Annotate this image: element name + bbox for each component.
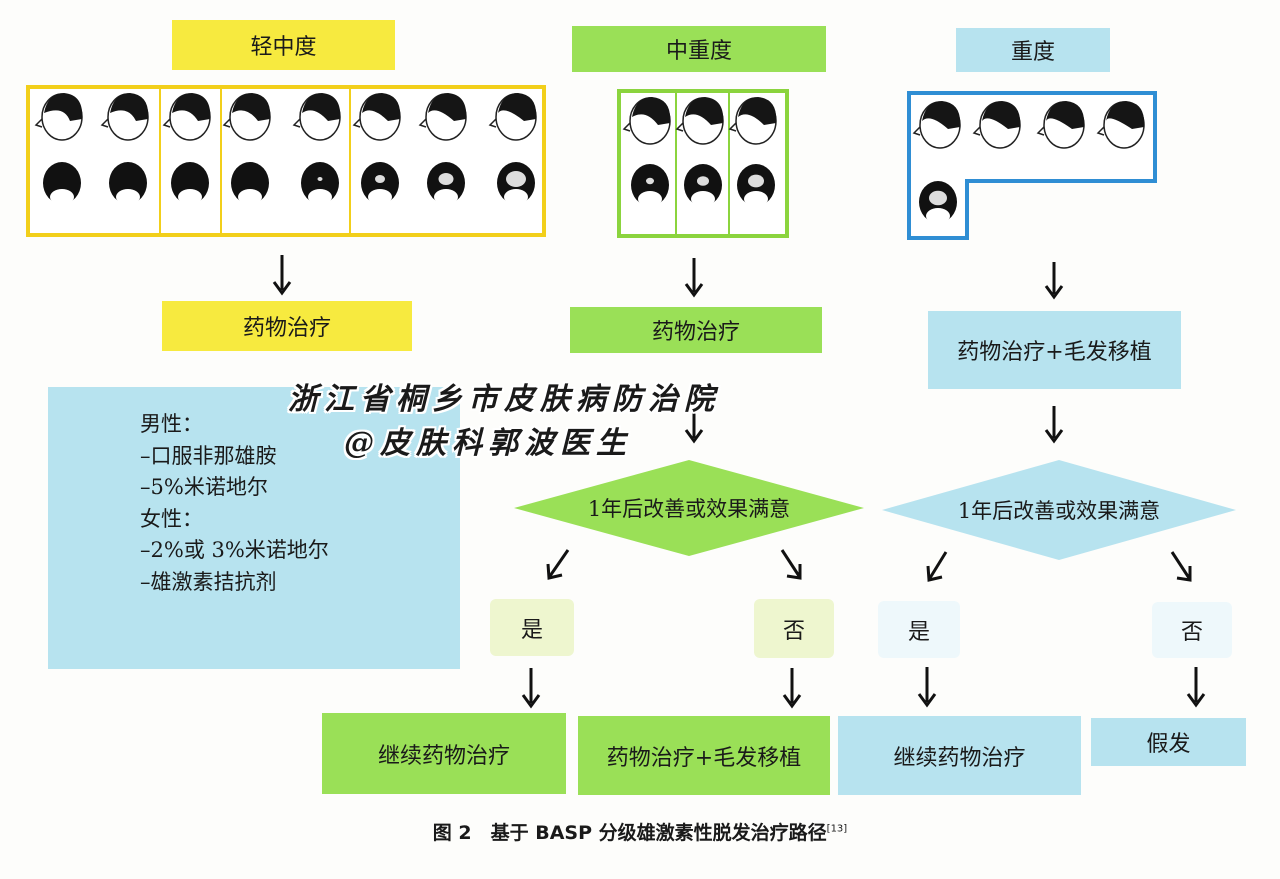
head-top-icon <box>427 162 465 205</box>
head-top-icon <box>684 164 722 207</box>
head-top-icon <box>171 162 209 205</box>
head-profile-icon <box>292 93 341 141</box>
figure-caption: 图 2 基于 BASP 分级雄激素性脱发治疗路径[13] <box>0 818 1280 845</box>
head-profile-icon <box>162 93 211 141</box>
green-no-outcome: 药物治疗+毛发移植 <box>578 716 830 795</box>
head-top-icon <box>737 164 775 207</box>
blue-decision-diamond <box>882 460 1236 560</box>
info-line: –2%或 3%米诺地尔 <box>140 538 329 562</box>
head-top-icon <box>631 164 669 207</box>
head-profile-icon <box>222 93 271 141</box>
head-profile-icon <box>100 93 149 141</box>
moderate-title: 中重度 <box>572 26 826 72</box>
head-top-icon <box>231 162 269 205</box>
head-profile-icon <box>488 93 537 141</box>
green-no-box: 否 <box>754 599 834 658</box>
blue-yes-box: 是 <box>878 601 960 658</box>
head-profile-icon <box>1096 101 1145 149</box>
green-yes-outcome: 继续药物治疗 <box>322 713 566 794</box>
info-line: 女性： <box>140 506 203 531</box>
severe-title: 重度 <box>956 28 1110 72</box>
green-decision-label: 1年后改善或效果满意 <box>587 497 791 521</box>
watermark-line-1: 浙江省桐乡市皮肤病防治院 <box>288 382 720 417</box>
blue-decision-label: 1年后改善或效果满意 <box>957 499 1161 523</box>
head-top-icon <box>361 162 399 205</box>
head-profile-icon <box>1036 101 1085 149</box>
green-yes-box: 是 <box>490 599 574 656</box>
info-line: –口服非那雄胺 <box>140 443 277 468</box>
head-profile-icon <box>622 97 671 145</box>
blue-no-outcome: 假发 <box>1091 718 1246 766</box>
head-profile-icon <box>418 93 467 141</box>
blue-yes-outcome: 继续药物治疗 <box>838 716 1081 795</box>
head-profile-icon <box>728 97 777 145</box>
info-line: –5%米诺地尔 <box>140 475 268 499</box>
head-profile-icon <box>912 101 961 149</box>
head-profile-icon <box>675 97 724 145</box>
moderate-treatment-box: 药物治疗 <box>570 307 822 353</box>
hair-loss-stage-heads <box>34 93 1145 224</box>
medication-info-box: 男性： –口服非那雄胺 –5%米诺地尔 女性： –2%或 3%米诺地尔 –雄激素… <box>48 387 460 669</box>
info-line: –雄激素拮抗剂 <box>140 569 277 594</box>
caption-text: 图 2 基于 BASP 分级雄激素性脱发治疗路径 <box>432 822 827 844</box>
caption-reference: [13] <box>826 823 848 835</box>
head-top-icon <box>497 162 535 205</box>
blue-no-box: 否 <box>1152 602 1232 658</box>
info-line: 男性： <box>140 412 203 436</box>
head-profile-icon <box>34 93 83 141</box>
head-profile-icon <box>972 101 1021 149</box>
head-top-icon <box>109 162 147 205</box>
mild-treatment-box: 药物治疗 <box>162 301 412 351</box>
watermark-line-2: @皮肤科郭波医生 <box>344 426 632 461</box>
head-top-icon <box>43 162 81 205</box>
head-top-icon <box>919 181 957 224</box>
severe-treatment-box: 药物治疗+毛发移植 <box>928 311 1181 389</box>
watermark: 浙江省桐乡市皮肤病防治院 @皮肤科郭波医生 <box>288 378 720 466</box>
mild-title: 轻中度 <box>172 20 395 70</box>
head-profile-icon <box>352 93 401 141</box>
head-top-icon <box>301 162 339 205</box>
green-decision-diamond <box>514 460 864 556</box>
